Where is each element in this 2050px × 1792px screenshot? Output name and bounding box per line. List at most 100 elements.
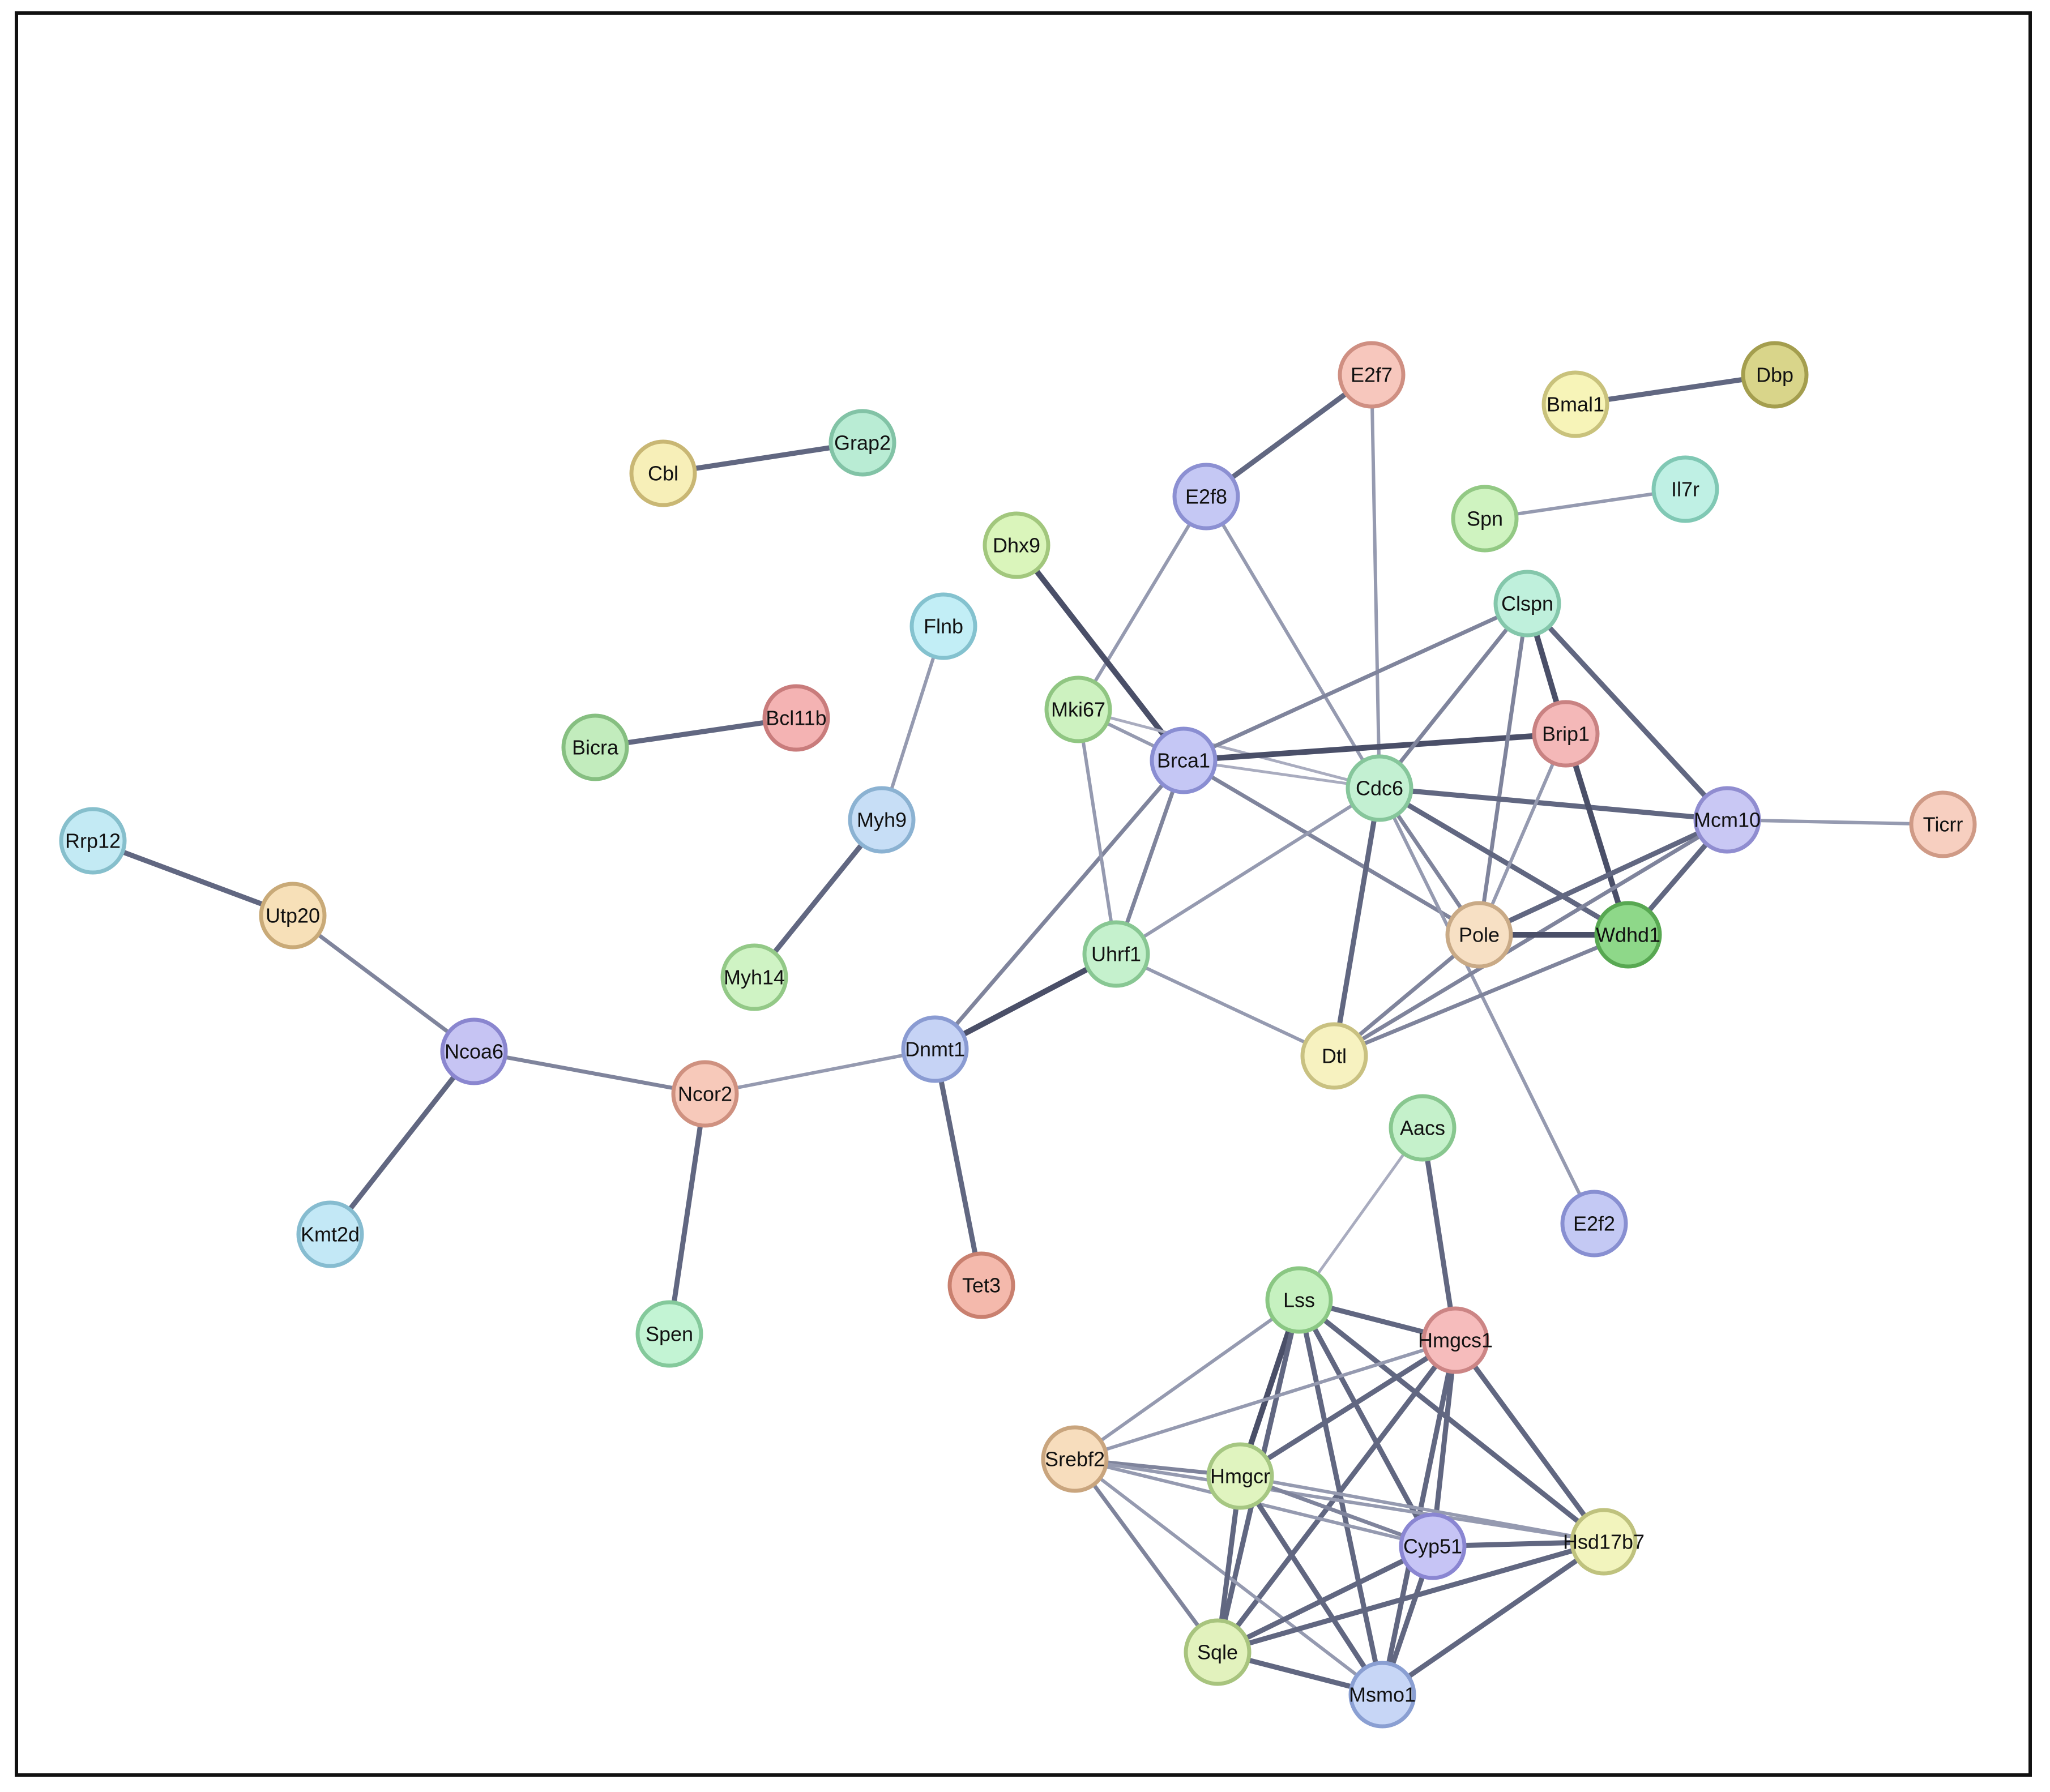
node-srebf2[interactable]: Srebf2 [1041,1425,1109,1493]
node-circle[interactable] [1741,341,1809,409]
node-circle[interactable] [1265,1266,1333,1334]
node-myh9[interactable]: Myh9 [848,786,916,854]
edge-brca1-pole [1181,758,1481,937]
node-ncoa6[interactable]: Ncoa6 [440,1017,508,1085]
node-dbp[interactable]: Dbp [1741,341,1809,409]
node-circle[interactable] [1909,790,1977,858]
node-label: Tet3 [962,1274,1001,1297]
node-aacs[interactable]: Aacs [1389,1094,1457,1162]
node-flnb[interactable]: Flnb [909,592,977,660]
node-dhx9[interactable]: Dhx9 [983,511,1050,579]
node-hmgcs1[interactable]: Hmgcs1 [1418,1306,1493,1374]
node-circle[interactable] [561,713,629,781]
node-circle[interactable] [1041,1425,1109,1493]
node-circle[interactable] [259,882,327,950]
node-kmt2d[interactable]: Kmt2d [296,1200,364,1268]
node-wdhd1[interactable]: Wdhd1 [1594,901,1662,969]
node-sqle[interactable]: Sqle [1184,1618,1252,1686]
node-dtl[interactable]: Dtl [1300,1022,1368,1090]
node-circle[interactable] [1399,1512,1467,1580]
node-label: Myh9 [857,809,907,832]
edge-dnmt1-brca1 [933,758,1186,1051]
node-ncor2[interactable]: Ncor2 [671,1060,739,1128]
node-myh14[interactable]: Myh14 [720,943,788,1011]
node-circle[interactable] [1300,1022,1368,1090]
node-circle[interactable] [1493,570,1561,638]
node-circle[interactable] [635,1300,703,1368]
node-circle[interactable] [983,511,1050,579]
node-circle[interactable] [1389,1094,1457,1162]
node-circle[interactable] [1206,1442,1274,1510]
node-e2f7[interactable]: E2f7 [1338,341,1406,409]
node-mki67[interactable]: Mki67 [1044,675,1112,743]
node-e2f2[interactable]: E2f2 [1560,1190,1628,1258]
edge-hmgcr-msmo1 [1237,1473,1385,1697]
node-tet3[interactable]: Tet3 [947,1251,1015,1319]
node-circle[interactable] [1421,1306,1489,1374]
node-label: Spn [1467,507,1503,531]
node-circle[interactable] [1541,370,1609,438]
node-spn[interactable]: Spn [1451,485,1519,553]
node-circle[interactable] [629,439,697,507]
node-circle[interactable] [1184,1618,1252,1686]
edge-dnmt1-uhrf1 [932,951,1119,1052]
node-il7r[interactable]: Il7r [1651,455,1719,523]
node-pole[interactable]: Pole [1445,901,1513,969]
node-circle[interactable] [828,409,896,477]
node-mcm10[interactable]: Mcm10 [1693,786,1761,854]
node-dnmt1[interactable]: Dnmt1 [901,1015,969,1083]
node-utp20[interactable]: Utp20 [259,882,327,950]
node-label: Dnmt1 [905,1038,965,1061]
node-e2f8[interactable]: E2f8 [1172,463,1240,531]
edge-lss-hsd17b7 [1296,1297,1607,1545]
node-circle[interactable] [762,684,830,752]
node-cbl[interactable]: Cbl [629,439,697,507]
node-grap2[interactable]: Grap2 [828,409,896,477]
node-circle[interactable] [1570,1508,1638,1576]
node-bmal1[interactable]: Bmal1 [1541,370,1609,438]
node-circle[interactable] [1346,754,1413,822]
node-bicra[interactable]: Bicra [561,713,629,781]
node-circle[interactable] [947,1251,1015,1319]
node-circle[interactable] [1348,1661,1416,1729]
node-label: Srebf2 [1045,1448,1105,1471]
edge-brca1-brip1 [1181,731,1569,763]
node-circle[interactable] [1338,341,1406,409]
node-circle[interactable] [1082,920,1150,988]
edge-dnmt1-tet3 [932,1046,984,1288]
node-rrp12[interactable]: Rrp12 [59,807,127,875]
edge-hmgcs1-hsd17b7 [1453,1337,1607,1545]
node-circle[interactable] [1693,786,1761,854]
node-circle[interactable] [1451,485,1519,553]
node-circle[interactable] [59,807,127,875]
node-hsd17b7[interactable]: Hsd17b7 [1563,1508,1645,1576]
node-circle[interactable] [1044,675,1112,743]
node-label: Ncoa6 [445,1040,503,1063]
node-circle[interactable] [296,1200,364,1268]
node-ticrr[interactable]: Ticrr [1909,790,1977,858]
node-cyp51[interactable]: Cyp51 [1399,1512,1467,1580]
node-circle[interactable] [1594,901,1662,969]
node-circle[interactable] [1532,700,1600,768]
node-circle[interactable] [1445,901,1513,969]
node-spen[interactable]: Spen [635,1300,703,1368]
node-circle[interactable] [1651,455,1719,523]
node-circle[interactable] [671,1060,739,1128]
node-uhrf1[interactable]: Uhrf1 [1082,920,1150,988]
node-circle[interactable] [1560,1190,1628,1258]
node-circle[interactable] [440,1017,508,1085]
node-bcl11b[interactable]: Bcl11b [762,684,830,752]
node-hmgcr[interactable]: Hmgcr [1206,1442,1274,1510]
node-cdc6[interactable]: Cdc6 [1346,754,1413,822]
node-clspn[interactable]: Clspn [1493,570,1561,638]
node-circle[interactable] [1172,463,1240,531]
node-circle[interactable] [909,592,977,660]
node-brip1[interactable]: Brip1 [1532,700,1600,768]
node-brca1[interactable]: Brca1 [1150,726,1218,794]
node-circle[interactable] [720,943,788,1011]
node-msmo1[interactable]: Msmo1 [1348,1661,1416,1729]
node-circle[interactable] [848,786,916,854]
node-circle[interactable] [1150,726,1218,794]
node-circle[interactable] [901,1015,969,1083]
node-lss[interactable]: Lss [1265,1266,1333,1334]
